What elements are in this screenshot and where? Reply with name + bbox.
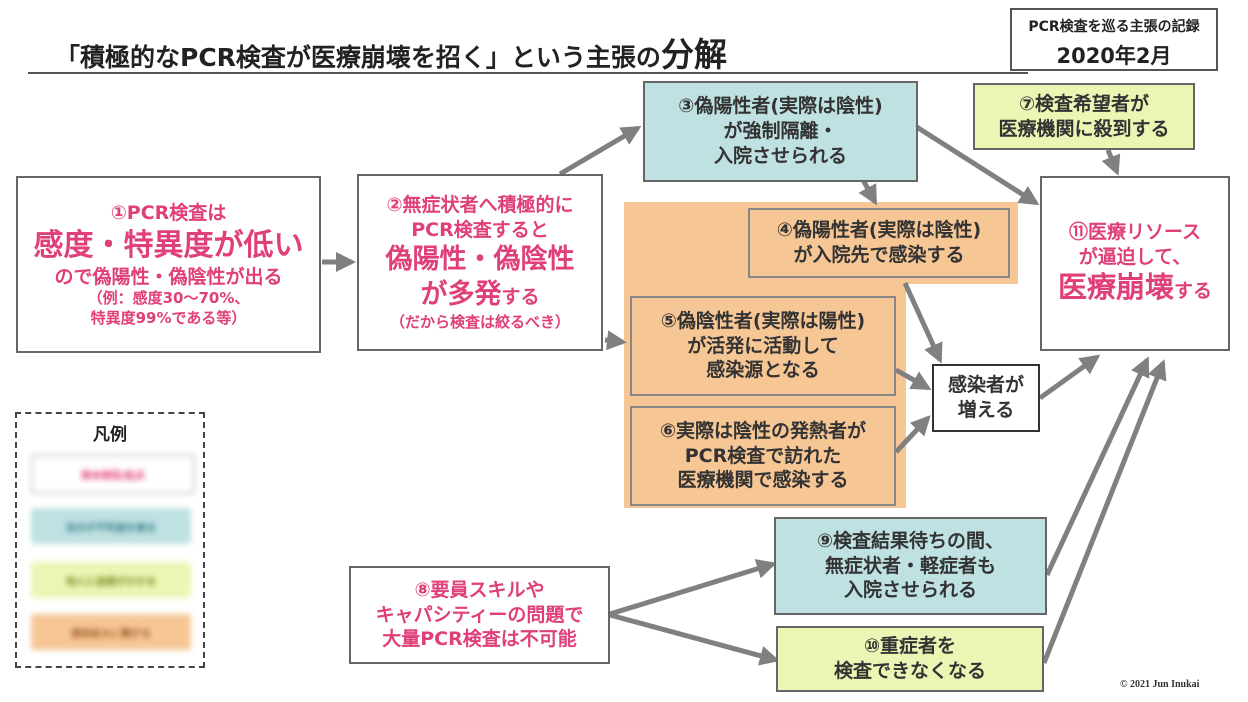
node-2-line-4b: する (501, 286, 540, 309)
node-3-forced-isolation: ③偽陽性者(実際は陰性) が強制隔離・ 入院させられる (643, 81, 918, 182)
node-11-medical-collapse: ⑪医療リソース が逼迫して、 医療崩壊する (1040, 176, 1230, 351)
node-7-rush-to-hospitals: ⑦検査希望者が 医療機関に殺到する (973, 83, 1195, 150)
node-9-line-3: 入院させられる (843, 579, 977, 602)
node-5-line-3: 感染源となる (706, 359, 820, 382)
node-8-capacity-limit: ⑧要員スキルや キャパシティーの問題で 大量PCR検査は不可能 (349, 566, 610, 664)
node-3-line-2: が強制隔離・ (723, 120, 838, 143)
node-2-line-1: ②無症状者へ積極的に (386, 193, 574, 216)
title-emphasis: 分解 (660, 35, 727, 74)
node-7-line-2: 医療機関に殺到する (998, 117, 1170, 140)
node-8-line-1: ⑧要員スキルや (414, 578, 545, 601)
node-6-line-3: 医療機関で感染する (677, 469, 849, 492)
node-2-mass-testing: ②無症状者へ積極的に PCR検査すると 偽陽性・偽陰性 が多発する （だから検査… (357, 174, 603, 351)
node-1-low-sensitivity: ①PCR検査は 感度・特異度が低い ので偽陽性・偽陰性が出る （例：感度30〜7… (16, 176, 321, 353)
legend-item-root: 根本原因/起点 (31, 454, 195, 494)
infected-line-2: 増える (957, 399, 1015, 421)
legend-title: 凡例 (93, 425, 127, 445)
node-6-line-2: PCR検査で訪れた (684, 444, 842, 467)
arrow-2-to-3 (558, 125, 642, 177)
node-11-line-3a: 医療崩壊 (1057, 270, 1174, 305)
node-9-waiting-hospitalization: ⑨検査結果待ちの間、 無症状者・軽症者も 入院させられる (774, 517, 1047, 615)
arrow-2-to-5 (604, 330, 627, 351)
record-label: PCR検査を巡る主張の記録 (1028, 19, 1200, 35)
node-5-line-2: が活発に活動して (687, 334, 839, 357)
arrow-8-to-10 (609, 612, 780, 666)
node-3-line-1: ③偽陽性者(実際は陰性) (678, 95, 883, 118)
node-4-line-1: ④偽陽性者(実際は陰性) (776, 219, 982, 242)
node-10-line-1: ⑩重症者を (863, 635, 957, 658)
arrow-9-to-11 (1044, 356, 1150, 577)
arrow-6-to-infected (894, 415, 931, 454)
arrow-7-to-11 (1101, 149, 1121, 176)
legend-item-spread: 感染拡大に繋がる (31, 614, 191, 650)
legend-item-others: 他人に迷惑がかかる (31, 562, 191, 598)
node-2-line-3: 偽陽性・偽陰性 (385, 244, 575, 276)
record-box: PCR検査を巡る主張の記録 2020年2月 (1010, 8, 1218, 71)
node-1-line-2: 感度・特異度が低い (33, 227, 304, 263)
node-4-line-2: が入院先で感染する (793, 244, 965, 266)
infected-increase: 感染者が 増える (932, 364, 1040, 432)
node-7-line-1: ⑦検査希望者が (1018, 92, 1150, 115)
node-9-line-1: ⑨検査結果待ちの間、 (816, 529, 1005, 552)
node-6-clinic-infection: ⑥実際は陰性の発熱者が PCR検査で訪れた 医療機関で感染する (630, 406, 896, 506)
node-1-line-5: 特異度99%である等） (90, 308, 247, 327)
infected-line-1: 感染者が (947, 374, 1024, 397)
node-1-line-3: ので偽陽性・偽陰性が出る (54, 265, 283, 288)
node-10-severe-untested: ⑩重症者を 検査できなくなる (776, 626, 1044, 692)
node-11-line-2: が逼迫して、 (1078, 245, 1192, 268)
node-11-line-3b: する (1174, 280, 1213, 303)
node-8-line-3: 大量PCR検査は不可能 (382, 628, 577, 651)
page-title: 「積極的なPCR検査が医療崩壊を招く」という主張の分解 (55, 35, 727, 74)
legend-item-self: 自分が不利益を被る (31, 508, 191, 544)
title-underline (28, 72, 1028, 74)
arrow-infected-to-11 (1038, 354, 1101, 401)
node-1-line-4: （例：感度30〜70%、 (87, 289, 250, 308)
node-9-line-2: 無症状者・軽症者も (824, 554, 996, 577)
node-2-line-4a: が多発 (420, 279, 502, 311)
node-1-line-1: ①PCR検査は (110, 201, 227, 224)
node-2-line-5: （だから検査は絞るべき） (389, 312, 570, 331)
node-11-line-3: 医療崩壊する (1058, 269, 1212, 307)
node-2-line-2: PCR検査すると (411, 218, 549, 241)
arrow-3-to-11 (910, 121, 1040, 206)
arrow-8-to-9 (609, 559, 777, 617)
arrow-10-to-11 (1041, 359, 1167, 664)
arrow-4-to-infected (902, 281, 943, 364)
copyright: © 2021 Jun Inukai (1120, 679, 1200, 690)
node-5-false-negative-spread: ⑤偽陰性者(実際は陽性) が活発に活動して 感染源となる (630, 296, 896, 396)
node-8-line-2: キャパシティーの問題で (375, 603, 584, 626)
arrow-3-to-4 (858, 176, 878, 206)
node-4-hospital-infection: ④偽陽性者(実際は陰性) が入院先で感染する (748, 208, 1010, 278)
record-date: 2020年2月 (1056, 44, 1172, 68)
node-6-line-1: ⑥実際は陰性の発熱者が (659, 419, 867, 442)
legend: 凡例 根本原因/起点 自分が不利益を被る 他人に迷惑がかかる 感染拡大に繋がる (15, 412, 205, 668)
node-10-line-2: 検査できなくなる (833, 660, 986, 682)
node-5-line-1: ⑤偽陰性者(実際は陽性) (660, 309, 866, 332)
node-2-line-4: が多発する (420, 277, 539, 312)
node-11-line-1: ⑪医療リソース (1068, 220, 1202, 243)
arrow-5-to-infected (894, 367, 932, 391)
node-3-line-3: 入院させられる (713, 144, 847, 167)
